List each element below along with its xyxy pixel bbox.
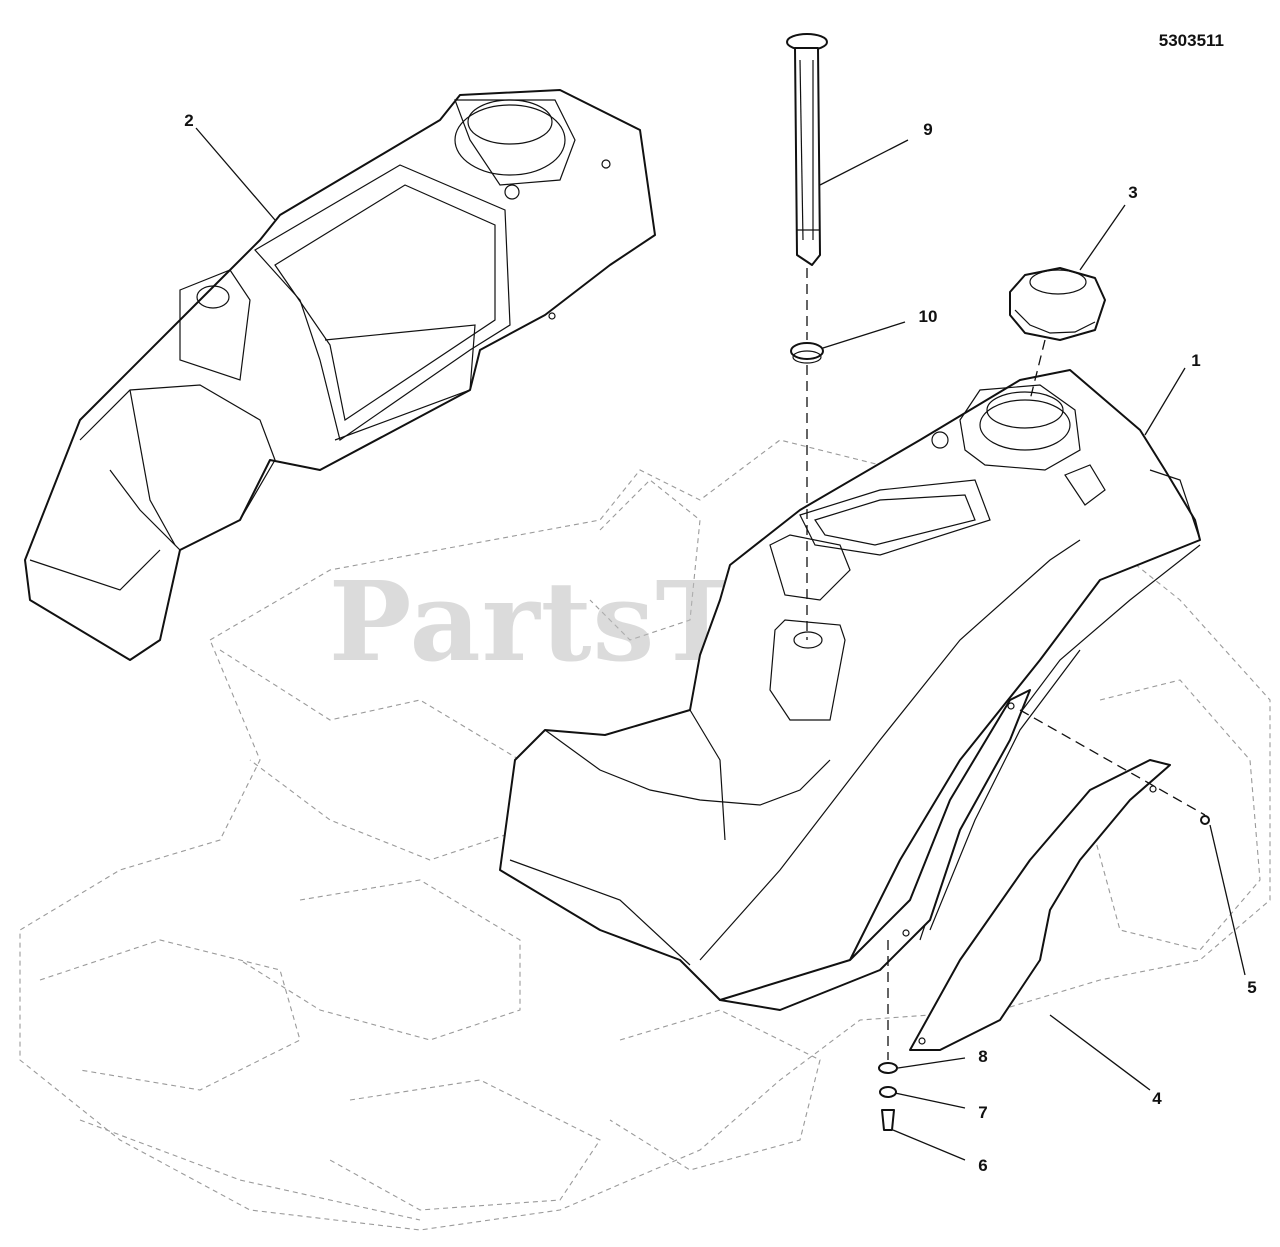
diagram-id-number: 5303511: [1159, 31, 1224, 50]
part-9-dipstick: [786, 33, 828, 266]
callout-1: 1: [1191, 351, 1200, 370]
leader-lines: [195, 127, 1246, 1161]
part-1-console-fender: [499, 369, 1201, 1001]
part-3-fuel-cap: [1009, 267, 1106, 341]
callout-labels: 1 2 3 4 5 6 7 8 9 10: [184, 111, 1256, 1175]
part-5-screw: [1200, 815, 1210, 825]
hardware-parts: [878, 815, 1210, 1131]
chassis-ghost: [19, 439, 1271, 1231]
callout-8: 8: [978, 1047, 987, 1066]
callout-6: 6: [978, 1156, 987, 1175]
callout-4: 4: [1152, 1089, 1162, 1108]
part-10-grommet: [790, 342, 824, 364]
callout-2: 2: [184, 111, 193, 130]
part-6-bolt: [881, 1109, 895, 1131]
callout-7: 7: [978, 1103, 987, 1122]
part-4-fender-plate: [719, 689, 1171, 1051]
callout-3: 3: [1128, 183, 1137, 202]
part-2-console-shroud: [24, 89, 656, 661]
callout-9: 9: [923, 120, 932, 139]
part-7-lockwasher: [879, 1086, 897, 1098]
callout-5: 5: [1247, 978, 1256, 997]
callout-10: 10: [919, 307, 938, 326]
part-8-washer: [878, 1062, 898, 1074]
assembly-lines: [806, 268, 1206, 1060]
